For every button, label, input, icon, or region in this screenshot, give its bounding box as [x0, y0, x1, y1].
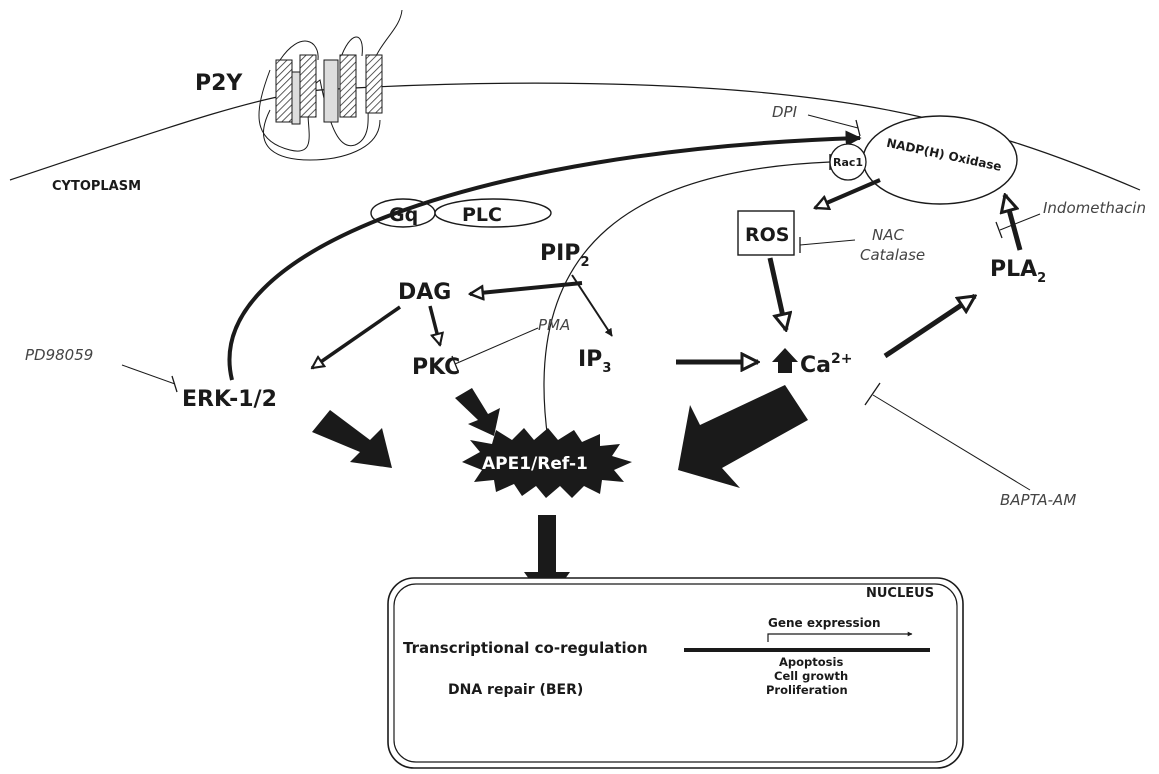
dpi-label: DPI: [772, 103, 798, 121]
catalase-label: Catalase: [860, 246, 925, 264]
pkc-label: PKC: [412, 355, 460, 380]
nac-label: NAC: [872, 226, 904, 244]
ape1-to-rac1-curve: [543, 161, 831, 441]
erk-label: ERK-1/2: [182, 387, 277, 412]
bapta-bar: [864, 382, 881, 406]
indomethacin-label: Indomethacin: [1043, 199, 1146, 217]
cytoplasm-label: CYTOPLASM: [52, 179, 141, 194]
pla2-to-oxidase-arrow: [1005, 195, 1023, 251]
nac-line: [799, 239, 856, 246]
pma-label: PMA: [538, 316, 570, 334]
calcium-up-arrow: [772, 348, 798, 373]
ros-node: [737, 210, 795, 256]
outcome-cell-growth: Cell growth: [774, 669, 848, 683]
calcium-to-ape1-big-arrow: [678, 385, 808, 488]
pd98059-bar: [171, 375, 178, 393]
nucleus-inner: [393, 583, 958, 763]
dag-label: DAG: [398, 280, 451, 305]
pkc-to-ape1-big-arrow: [455, 388, 500, 436]
pip2-to-dag-arrow: [470, 281, 583, 294]
calcium-to-pla2-arrow: [883, 293, 975, 359]
gene-expression-arrow: [767, 631, 913, 642]
dag-to-pkc-arrow: [428, 305, 440, 345]
pma-bar: [451, 355, 459, 372]
pd98059-line: [121, 364, 176, 385]
nucleus-label: NUCLEUS: [866, 586, 934, 601]
pip2-to-ip3-arrow: [571, 274, 613, 337]
dpi-inhibit-bar: [855, 119, 861, 137]
ape1-starburst: [462, 428, 632, 498]
bapta-label: BAPTA-AM: [1000, 491, 1076, 509]
ape1-label: APE1/Ref-1: [482, 454, 588, 474]
erk-to-ape1-big-arrow: [312, 410, 392, 468]
erk-to-oxidase-curve: [227, 130, 862, 381]
pla2-label: PLA2: [990, 257, 1046, 286]
outcome-apoptosis: Apoptosis: [779, 655, 843, 669]
ip3-label: IP3: [578, 347, 611, 376]
pd98059-label: PD98059: [25, 346, 93, 364]
gene-expression-label: Gene expression: [768, 616, 881, 630]
indomethacin-line: [999, 213, 1041, 231]
outcome-proliferation: Proliferation: [766, 683, 848, 697]
p2y-label: P2Y: [195, 71, 243, 96]
dpi-inhibit-line: [807, 114, 859, 129]
plc-label: PLC: [462, 204, 502, 226]
dag-to-erk-arrow: [312, 305, 401, 370]
p2y-receptor: [258, 9, 403, 161]
pma-line: [454, 327, 539, 365]
pip2-label: PIP2: [540, 241, 589, 270]
rac1-node: [829, 143, 867, 181]
calcium-label: Ca2+: [800, 351, 852, 378]
transcription-label: Transcriptional co-regulation: [403, 639, 648, 657]
oxidase-to-ros-arrow: [815, 178, 881, 208]
dna-repair-label: DNA repair (BER): [448, 682, 583, 698]
plc-node: [434, 198, 552, 228]
indomethacin-bar: [995, 221, 1003, 239]
rac1-label: Rac1: [833, 156, 863, 169]
bapta-line: [872, 394, 1031, 491]
nucleus-outer: [387, 577, 964, 769]
ros-to-calcium-arrow: [767, 257, 786, 330]
ros-label: ROS: [745, 224, 789, 246]
